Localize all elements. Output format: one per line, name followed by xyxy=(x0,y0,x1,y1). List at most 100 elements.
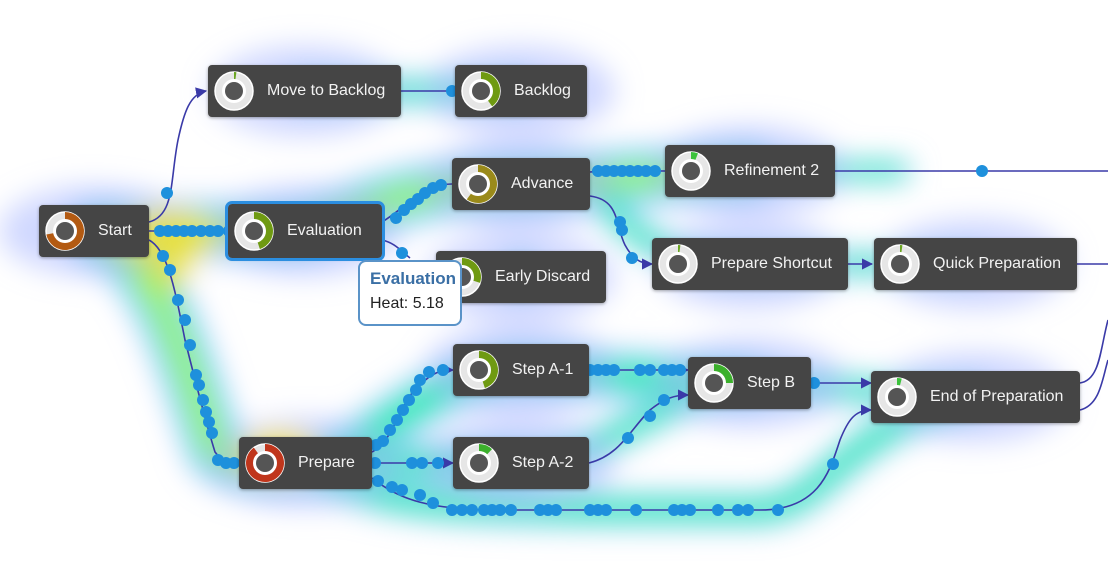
flow-token xyxy=(456,504,468,516)
node-quick-preparation-label: Quick Preparation xyxy=(933,255,1062,272)
flow-token xyxy=(206,427,218,439)
node-step-a1-label: Step A-1 xyxy=(512,361,574,378)
flow-token xyxy=(622,432,634,444)
flow-token xyxy=(161,187,173,199)
node-evaluation[interactable]: Evaluation xyxy=(225,201,385,261)
flow-token xyxy=(416,457,428,469)
node-move-to-backlog[interactable]: Move to Backlog xyxy=(208,65,401,117)
flow-token xyxy=(626,252,638,264)
flow-token xyxy=(172,294,184,306)
flow-token xyxy=(369,457,381,469)
node-end-of-preparation-label: End of Preparation xyxy=(930,388,1064,405)
flow-token xyxy=(384,424,396,436)
flow-token xyxy=(674,364,686,376)
flow-token xyxy=(432,457,444,469)
node-prepare-shortcut[interactable]: Prepare Shortcut xyxy=(652,238,848,290)
flow-token xyxy=(391,414,403,426)
tooltip-title: Evaluation xyxy=(370,269,456,288)
flow-token xyxy=(377,435,389,447)
flow-token xyxy=(630,504,642,516)
flow-token xyxy=(193,379,205,391)
flow-token xyxy=(644,410,656,422)
flow-token xyxy=(396,484,408,496)
node-prepare[interactable]: Prepare xyxy=(239,437,372,489)
flow-token xyxy=(658,394,670,406)
node-backlog-label: Backlog xyxy=(514,82,571,99)
edge-0 xyxy=(148,87,208,223)
flow-token xyxy=(976,165,988,177)
quick-preparation-progress-icon xyxy=(880,244,920,284)
flow-token xyxy=(427,497,439,509)
flow-token xyxy=(634,364,646,376)
flow-token xyxy=(157,250,169,262)
node-prepare-shortcut-label: Prepare Shortcut xyxy=(711,255,832,272)
flow-token xyxy=(732,504,744,516)
node-step-a1[interactable]: Step A-1 xyxy=(453,344,589,396)
edge-18 xyxy=(1079,359,1108,411)
node-start-label: Start xyxy=(98,222,132,239)
tooltip-heat-value: Heat: 5.18 xyxy=(370,295,444,312)
flow-token xyxy=(649,165,661,177)
node-prepare-label: Prepare xyxy=(298,454,355,471)
prepare-progress-icon xyxy=(245,443,285,483)
flow-token xyxy=(195,225,207,237)
flow-token xyxy=(550,504,562,516)
flow-token xyxy=(808,377,820,389)
flow-token xyxy=(437,364,449,376)
flow-token xyxy=(396,247,408,259)
node-start[interactable]: Start xyxy=(39,205,149,257)
edge-7 xyxy=(589,195,654,270)
node-quick-preparation[interactable]: Quick Preparation xyxy=(874,238,1077,290)
edge-17 xyxy=(1079,319,1108,384)
tokens-layer xyxy=(154,85,988,516)
node-refinement-2[interactable]: Refinement 2 xyxy=(665,145,835,197)
flow-token xyxy=(616,224,628,236)
flow-token xyxy=(712,504,724,516)
flow-token xyxy=(414,489,426,501)
refinement-2-progress-icon xyxy=(671,151,711,191)
heat-tooltip: Evaluation Heat: 5.18 xyxy=(358,260,462,326)
flow-token xyxy=(827,458,839,470)
node-advance-label: Advance xyxy=(511,175,574,192)
flow-token xyxy=(608,364,620,376)
flow-token xyxy=(203,416,215,428)
flow-token xyxy=(505,504,517,516)
flow-token xyxy=(466,504,478,516)
flow-token xyxy=(640,165,652,177)
flow-token xyxy=(228,457,240,469)
flow-token xyxy=(197,394,209,406)
flow-token xyxy=(423,366,435,378)
node-advance[interactable]: Advance xyxy=(452,158,590,210)
flow-token xyxy=(410,384,422,396)
flow-token xyxy=(390,212,402,224)
flow-token xyxy=(600,504,612,516)
flow-token xyxy=(190,369,202,381)
end-of-preparation-progress-icon xyxy=(877,377,917,417)
flow-token xyxy=(386,481,398,493)
start-progress-icon xyxy=(45,211,85,251)
flow-token xyxy=(164,264,176,276)
node-backlog[interactable]: Backlog xyxy=(455,65,587,117)
flow-token xyxy=(406,457,418,469)
node-move-to-backlog-label: Move to Backlog xyxy=(267,82,386,99)
node-end-of-preparation[interactable]: End of Preparation xyxy=(871,371,1080,423)
flow-token xyxy=(742,504,754,516)
node-step-a2[interactable]: Step A-2 xyxy=(453,437,589,489)
node-refinement-2-label: Refinement 2 xyxy=(724,162,820,179)
node-step-b-label: Step B xyxy=(747,374,796,391)
step-b-progress-icon xyxy=(694,363,734,403)
flow-token xyxy=(446,504,458,516)
step-a2-progress-icon xyxy=(459,443,499,483)
move-to-backlog-progress-icon xyxy=(214,71,254,111)
advance-progress-icon xyxy=(458,164,498,204)
flow-token xyxy=(200,406,212,418)
flow-token xyxy=(212,225,224,237)
flow-token xyxy=(184,339,196,351)
flow-token xyxy=(403,394,415,406)
backlog-progress-icon xyxy=(461,71,501,111)
flow-token xyxy=(179,314,191,326)
flow-token xyxy=(186,225,198,237)
edge-4 xyxy=(381,239,411,259)
flow-token xyxy=(644,364,656,376)
node-step-b[interactable]: Step B xyxy=(688,357,811,409)
